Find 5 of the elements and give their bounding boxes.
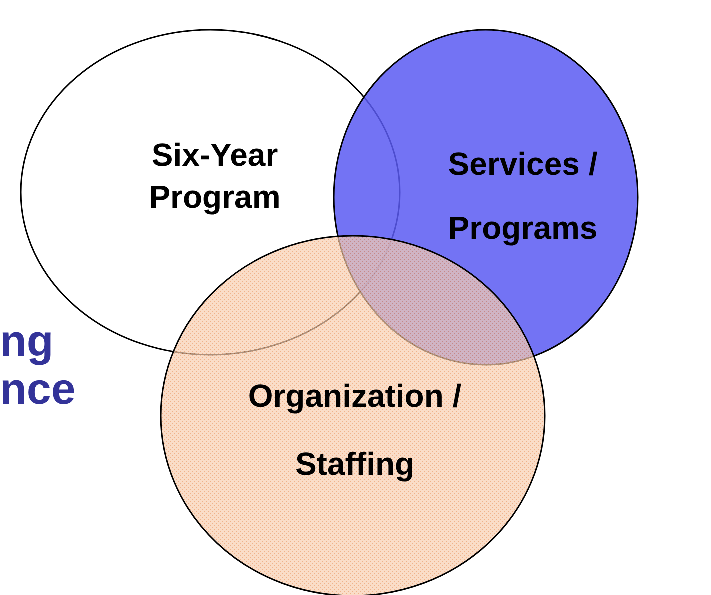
circle-label: Services / Programs <box>447 145 599 248</box>
heading-fragment: nce <box>0 366 76 414</box>
heading-fragment: ng <box>0 318 54 366</box>
circle-label: Six-Year Program <box>148 136 282 217</box>
circle-label: Organization / Staffing <box>247 377 463 484</box>
